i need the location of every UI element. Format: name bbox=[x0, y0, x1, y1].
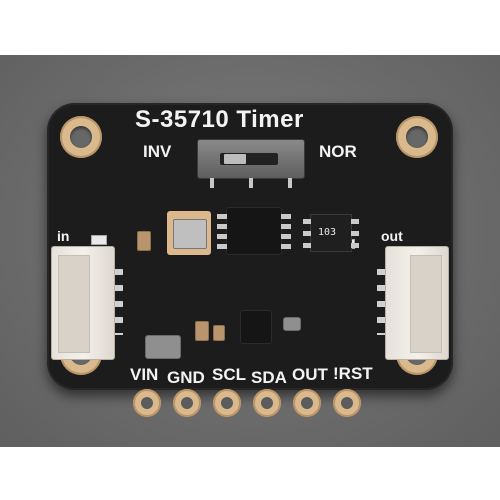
switch-label-nor: NOR bbox=[319, 142, 357, 161]
capacitor bbox=[137, 231, 151, 251]
ic-pin bbox=[281, 244, 291, 249]
header-pin-gnd bbox=[173, 389, 201, 417]
resistor-network: 103 bbox=[311, 215, 351, 251]
solder-pad bbox=[303, 219, 311, 224]
connector-pins bbox=[115, 269, 123, 335]
ic-pin bbox=[281, 214, 291, 219]
header-pin-sda bbox=[253, 389, 281, 417]
regulator-ic bbox=[241, 311, 271, 343]
pin-label-gnd: GND bbox=[167, 368, 205, 387]
switch-knob bbox=[224, 154, 246, 164]
connector-label-in: in bbox=[57, 228, 70, 244]
connector-body bbox=[58, 255, 90, 353]
resistor-code: 103 bbox=[318, 227, 337, 238]
solder-pad bbox=[303, 231, 311, 236]
mounting-hole-top-right bbox=[396, 116, 438, 158]
capacitor bbox=[213, 325, 225, 341]
stemma-connector-right bbox=[377, 246, 449, 360]
crystal-can bbox=[173, 219, 207, 249]
ic-pin bbox=[217, 214, 227, 219]
connector-body bbox=[410, 255, 442, 353]
pin-label-scl: SCL bbox=[212, 365, 246, 384]
header-pin-out bbox=[293, 389, 321, 417]
product-photo: S-35710 Timer INV NOR in out bbox=[0, 55, 500, 447]
ic-pin bbox=[281, 234, 291, 239]
power-led bbox=[91, 235, 107, 245]
ic-pin bbox=[217, 244, 227, 249]
electrolytic-capacitor bbox=[145, 335, 181, 359]
header-pin-rst bbox=[333, 389, 361, 417]
solder-pad bbox=[351, 219, 359, 224]
connector-pins bbox=[377, 269, 385, 335]
capacitor bbox=[195, 321, 209, 341]
switch-slot bbox=[220, 153, 278, 165]
stemma-connector-left bbox=[51, 246, 123, 360]
solder-pad bbox=[351, 243, 359, 248]
pin-label-out: OUT bbox=[292, 365, 328, 384]
switch-pin bbox=[210, 178, 214, 188]
solder-pad bbox=[351, 231, 359, 236]
connector-label-out: out bbox=[381, 228, 403, 244]
solder-pad bbox=[303, 243, 311, 248]
timer-ic bbox=[217, 208, 291, 254]
switch-label-inv: INV bbox=[143, 142, 172, 161]
pin-label-vin: VIN bbox=[130, 365, 159, 384]
switch-pin bbox=[288, 178, 292, 188]
ic-pin bbox=[217, 224, 227, 229]
ic-pin bbox=[217, 234, 227, 239]
pcb-board: S-35710 Timer INV NOR in out bbox=[47, 103, 453, 417]
board-title: S-35710 Timer bbox=[135, 106, 304, 133]
transistor bbox=[283, 317, 301, 331]
ic-pin bbox=[281, 224, 291, 229]
header-pin-scl bbox=[213, 389, 241, 417]
pin-label-sda: SDA bbox=[251, 368, 287, 387]
crystal-oscillator bbox=[167, 211, 211, 255]
mode-slide-switch bbox=[197, 139, 305, 188]
switch-pin bbox=[249, 178, 253, 188]
mounting-hole-top-left bbox=[60, 116, 102, 158]
pin-label-rst: !RST bbox=[333, 364, 373, 383]
header-pin-vin bbox=[133, 389, 161, 417]
